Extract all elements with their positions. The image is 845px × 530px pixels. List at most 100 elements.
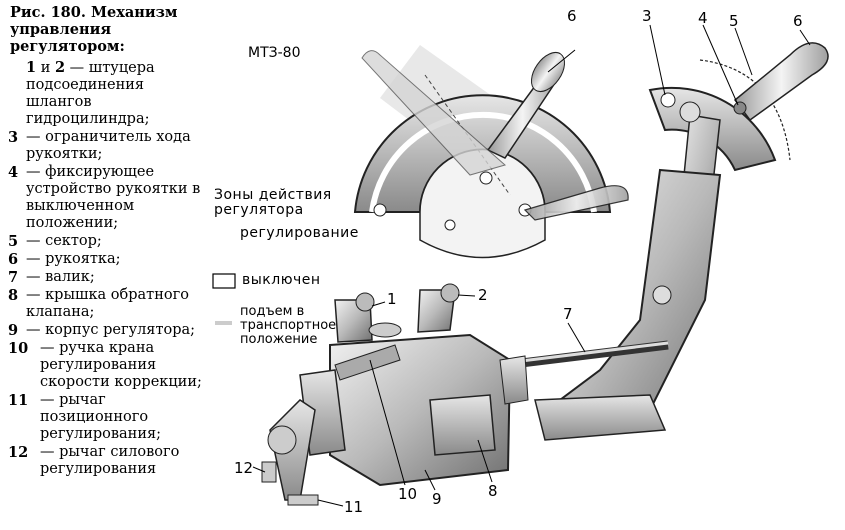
legend-text: — рычаг силового регулирования xyxy=(40,444,180,477)
callout-10: 10 xyxy=(398,485,418,503)
lock-4-icon xyxy=(733,101,747,115)
handle-6b-icon xyxy=(733,42,829,122)
legend-num: 3 xyxy=(8,129,19,146)
legend-item: 12 — рычаг силового регулирования xyxy=(0,444,212,478)
caption-title: Рис. 180. Механизм управления регуляторо… xyxy=(10,4,178,55)
legend-num: 11 xyxy=(8,392,29,409)
sector-bolt-icon xyxy=(373,203,387,217)
legend-joiner: и xyxy=(36,60,55,76)
legend-item: 3 — ограничитель хода рукоятки; xyxy=(0,129,212,163)
legend-num: 8 xyxy=(8,287,19,304)
control-lever-mechanism xyxy=(534,42,829,441)
leader-12 xyxy=(252,466,266,473)
legend-text: — крышка обратного клапана; xyxy=(26,287,189,320)
lever-12-icon xyxy=(261,461,277,483)
callout-2: 2 xyxy=(478,286,488,304)
callout-11: 11 xyxy=(344,498,364,516)
lever-11-pin-icon xyxy=(287,494,319,506)
leader-7 xyxy=(567,322,586,353)
callout-7: 7 xyxy=(563,305,573,323)
legend-num: 5 xyxy=(8,233,19,250)
legend-num: 12 xyxy=(8,444,29,461)
callout-6b: 6 xyxy=(793,12,803,30)
legend-text: — штуцера подсоединения шлангов гидроцил… xyxy=(26,60,155,127)
zone-lift-label: подъем в транспортное положение xyxy=(240,304,337,347)
off-swatch xyxy=(212,273,236,289)
leader-4 xyxy=(702,24,739,106)
legend-text: — валик; xyxy=(26,269,95,285)
base-plate-icon xyxy=(534,394,667,441)
callout-8: 8 xyxy=(488,482,498,500)
callout-1: 1 xyxy=(387,290,397,308)
lever-hub-icon xyxy=(267,425,297,455)
leader-5 xyxy=(734,27,753,76)
legend-text: — рычаг позиционного регулирования; xyxy=(40,392,162,442)
regulator-body xyxy=(261,283,529,506)
callout-leaders xyxy=(252,24,811,507)
legend-num-2: 2 xyxy=(54,59,66,76)
legend-num-1: 1 xyxy=(26,59,37,76)
handle-off-position-icon xyxy=(523,185,629,221)
legend-item: 6 — рукоятка; xyxy=(0,251,212,268)
fitting-port-icon xyxy=(440,283,460,303)
leader-11 xyxy=(317,499,344,507)
callout-4: 4 xyxy=(698,9,708,27)
legend-text: — ограничитель хода рукоятки; xyxy=(26,129,191,162)
zone-sector-diagram xyxy=(353,45,629,259)
callout-9: 9 xyxy=(432,490,442,508)
callout-3: 3 xyxy=(642,7,652,25)
pivot-icon xyxy=(679,101,701,123)
sector-bolt-icon xyxy=(479,171,493,185)
leader-3 xyxy=(649,24,666,96)
legend-item: 1 и 2 — штуцера подсоединения шлангов ги… xyxy=(0,59,212,128)
valve-cover-8-icon xyxy=(429,394,496,456)
legend-num: 6 xyxy=(8,251,19,268)
hub-hole-icon xyxy=(444,219,456,231)
callout-12: 12 xyxy=(234,459,254,477)
shaft-highlight xyxy=(504,341,669,365)
legend-num: 9 xyxy=(8,322,19,339)
figure-caption: Рис. 180. Механизм управления регуляторо… xyxy=(0,4,212,479)
shaft-body xyxy=(504,340,669,370)
legend-item: 8 — крышка обратного клапана; xyxy=(0,287,212,321)
callout-line xyxy=(547,49,576,73)
legend-text: — сектор; xyxy=(26,233,102,249)
legend-item: 9 — корпус регулятора; xyxy=(0,322,212,339)
zone-off-label: выключен xyxy=(242,272,321,288)
coupling-icon xyxy=(499,355,529,405)
leader-1 xyxy=(371,301,386,307)
callout-6: 6 xyxy=(567,7,577,25)
fitting-port-icon xyxy=(355,292,375,312)
legend-item: 7 — валик; xyxy=(0,269,212,286)
leader-2 xyxy=(457,294,476,297)
handle-ghost-icon xyxy=(361,50,507,176)
legend-text: — рукоятка; xyxy=(26,251,121,267)
model-label: МТЗ-80 xyxy=(248,45,301,61)
leader-8 xyxy=(477,439,493,483)
limiter-3-icon xyxy=(660,92,676,108)
leader-10 xyxy=(369,359,406,486)
speed-knob-10-icon xyxy=(334,344,401,381)
shaft-7 xyxy=(504,340,669,370)
cap-icon xyxy=(368,322,402,338)
zone-regulating-label: регулирование xyxy=(240,225,359,241)
legend-item: 5 — сектор; xyxy=(0,233,212,250)
legend-text: — фиксирующее устройство рукоятки в выкл… xyxy=(26,164,201,231)
legend-list: 1 и 2 — штуцера подсоединения шлангов ги… xyxy=(0,59,212,478)
legend-text: — корпус регулятора; xyxy=(26,322,196,338)
leader-9 xyxy=(424,469,436,491)
zones-title: Зоны действия регулятора xyxy=(214,187,332,218)
leader-6b xyxy=(799,29,811,46)
legend-item: 4 — фиксирующее устройство рукоятки в вы… xyxy=(0,164,212,232)
legend-num: 10 xyxy=(8,340,29,357)
legend-text: — ручка крана регулирования скорости кор… xyxy=(40,340,202,390)
sector-slot xyxy=(369,112,597,213)
legend-item: 11 — рычаг позиционного регулирования; xyxy=(0,392,212,443)
legend-num: 4 xyxy=(8,164,19,181)
sector-hub xyxy=(419,148,546,259)
legend-item: 10 — ручка крана регулирования скорости … xyxy=(0,340,212,391)
legend-num: 7 xyxy=(8,269,19,286)
pivot-icon xyxy=(652,285,672,305)
legend-num: 1 xyxy=(26,59,36,76)
